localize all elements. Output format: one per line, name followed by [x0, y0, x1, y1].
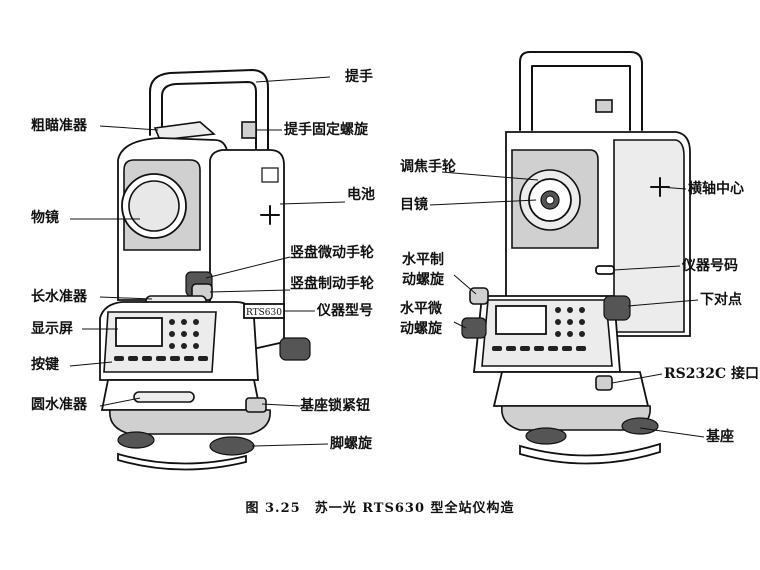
horizontal-tangent-right — [461, 317, 487, 339]
label-tribrach-lock: 基座锁紧钮 — [300, 398, 370, 414]
label-vertical-clamp: 竖盘制动手轮 — [290, 276, 374, 292]
axis-cross-left — [260, 205, 280, 225]
carry-handle-left — [149, 69, 269, 151]
label-focus-knob: 调焦手轮 — [400, 159, 456, 175]
handle-screw-right — [595, 99, 613, 113]
label-horizontal-tangent: 水平微 动螺旋 — [400, 301, 442, 337]
right-instrument — [461, 51, 691, 465]
label-display-screen: 显示屏 — [31, 321, 73, 337]
label-horizontal-axis-center: 横轴中心 — [688, 181, 744, 197]
label-model-number: 仪器型号 — [317, 303, 373, 319]
carry-handle-right — [519, 51, 643, 131]
label-optical-plummet: 下对点 — [700, 292, 742, 308]
optical-plummet-knob — [603, 295, 631, 321]
label-serial-number: 仪器号码 — [682, 258, 738, 274]
display-screen-left — [115, 317, 163, 347]
label-rs232c-port: RS232C 接口 — [664, 366, 759, 382]
horizontal-knob-left — [279, 337, 311, 361]
figure-title: 苏一光 RTS630 型全站仪构造 — [314, 501, 515, 516]
display-screen-right — [495, 305, 547, 335]
label-plate-level: 长水准器 — [31, 289, 87, 305]
rs232c-port — [595, 375, 613, 391]
label-handle-screw: 提手固定螺旋 — [284, 122, 368, 138]
base-plate-right — [519, 442, 661, 465]
foot-screw-right-1 — [525, 427, 567, 445]
keypad-buttons-right — [492, 307, 586, 351]
keypad-buttons-left — [114, 319, 208, 361]
label-horizontal-clamp: 水平制 动螺旋 — [402, 252, 444, 288]
label-vertical-tangent: 竖盘微动手轮 — [290, 245, 374, 261]
right-leader-lines — [429, 171, 705, 438]
label-sighting-collimator: 粗瞄准器 — [31, 118, 87, 134]
serial-plate-right — [595, 265, 615, 275]
rotation-base-right — [492, 371, 650, 407]
handle-screw-left — [241, 121, 257, 139]
tribrach-left — [109, 409, 271, 435]
figure-number: 图 3.25 — [245, 501, 301, 516]
figure-caption: 图 3.25 苏一光 RTS630 型全站仪构造 — [0, 497, 760, 516]
foot-screw-left-2 — [209, 436, 255, 456]
label-base: 基座 — [706, 429, 734, 445]
circular-level-vial — [133, 391, 195, 403]
label-battery: 电池 — [347, 187, 375, 203]
battery-latch-left — [261, 167, 279, 183]
label-eyepiece: 目镜 — [400, 197, 428, 213]
collimator-left — [153, 121, 216, 141]
carry-handle-left-inner — [161, 81, 257, 151]
objective-lens — [128, 180, 180, 232]
label-handle: 提手 — [345, 69, 373, 85]
label-keys: 按键 — [31, 357, 59, 373]
model-plate-text: RTS630 — [246, 308, 282, 318]
left-leader-lines — [69, 76, 346, 447]
base-plate-left — [117, 452, 247, 471]
locking-knob-left — [245, 397, 267, 413]
label-foot-screw: 脚螺旋 — [330, 436, 372, 452]
label-circular-level: 圆水准器 — [31, 397, 87, 413]
foot-screw-right-2 — [621, 417, 659, 435]
left-instrument: RTS630 — [99, 69, 311, 471]
carry-handle-right-inner — [531, 65, 631, 131]
horizontal-clamp-right — [469, 287, 489, 305]
label-objective-lens: 物镜 — [31, 210, 59, 226]
foot-screw-left-1 — [117, 431, 155, 449]
